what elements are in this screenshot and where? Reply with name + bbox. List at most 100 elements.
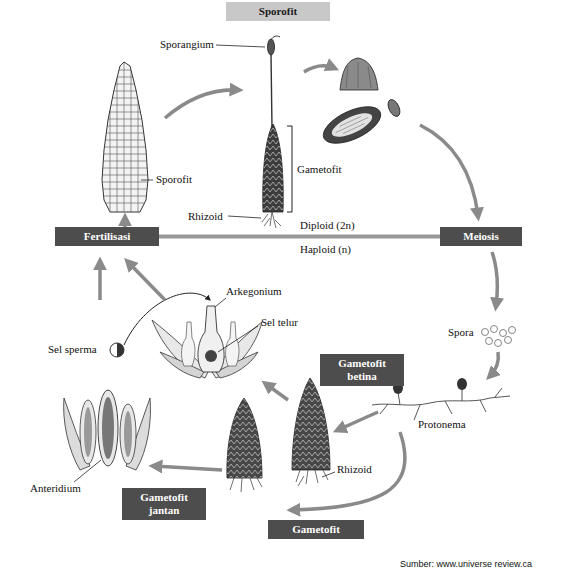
capsule-wall bbox=[318, 99, 386, 151]
sperm-cell bbox=[110, 343, 124, 357]
part-label: Protonema bbox=[418, 418, 466, 431]
sperm-mass bbox=[102, 397, 114, 459]
spore-dots bbox=[334, 114, 370, 136]
protonema-filaments bbox=[372, 388, 510, 420]
gametophyte-body bbox=[263, 124, 283, 212]
operculum bbox=[386, 98, 403, 119]
box-label: Sporofit bbox=[234, 5, 322, 18]
spore bbox=[509, 327, 516, 334]
part-label: Sporangium bbox=[160, 38, 214, 51]
part-label: Sumber: www.universe review.ca bbox=[400, 559, 532, 570]
spore bbox=[482, 329, 489, 336]
cycle-arrow bbox=[338, 412, 378, 430]
cell-grid bbox=[95, 60, 155, 215]
female-gametophyte-drawing bbox=[292, 378, 335, 486]
spore bbox=[495, 340, 502, 347]
rhizoid-drawing bbox=[230, 478, 262, 492]
spore bbox=[505, 337, 512, 344]
part-label: Sel sperma bbox=[48, 343, 97, 356]
leader-line bbox=[141, 180, 153, 181]
sperm-mass bbox=[124, 411, 132, 457]
cycle-arrow bbox=[128, 262, 165, 300]
stage-box: Gametofit bbox=[268, 520, 364, 539]
sperm-half bbox=[117, 343, 124, 357]
cycle-arrow bbox=[490, 352, 498, 376]
part-label: Sporofit bbox=[156, 173, 192, 186]
leaf-texture bbox=[227, 398, 262, 478]
box-label: Fertilisasi bbox=[63, 230, 151, 243]
cycle-arrow bbox=[304, 66, 334, 72]
leaf-texture bbox=[292, 378, 330, 470]
capsule-drawing bbox=[318, 58, 402, 151]
bud bbox=[457, 378, 467, 390]
part-label: Rhizoid bbox=[188, 210, 223, 223]
cycle-arrow bbox=[266, 384, 288, 400]
open-capsule bbox=[318, 99, 386, 151]
male-gametophyte-drawing bbox=[227, 398, 262, 492]
leader-line bbox=[228, 216, 261, 218]
antheridium bbox=[98, 390, 118, 466]
spores-drawing bbox=[482, 326, 516, 347]
part-label: Anteridium bbox=[30, 482, 81, 495]
part-label: Haploid (n) bbox=[300, 243, 351, 256]
stage-box: Gametofit jantan bbox=[122, 488, 206, 520]
part-label: Rhizoid bbox=[337, 463, 372, 476]
cycle-arrow bbox=[492, 252, 497, 306]
stage-box: Meiosis bbox=[440, 227, 522, 246]
sperm-path bbox=[124, 293, 210, 345]
sporophyte-body bbox=[102, 62, 148, 212]
stage-box: Gametofit betina bbox=[320, 354, 404, 386]
archegonia-drawing bbox=[152, 298, 262, 378]
leader-line bbox=[74, 460, 101, 482]
sperm-mass bbox=[84, 407, 92, 457]
mature-moss-drawing bbox=[216, 36, 292, 228]
leader-line bbox=[322, 472, 335, 477]
part-label: Arkegonium bbox=[226, 285, 282, 298]
spore bbox=[486, 338, 493, 345]
part-label: Sel telur bbox=[261, 316, 298, 329]
rhizoid-drawing bbox=[262, 212, 281, 228]
calyptra-lines bbox=[346, 62, 371, 88]
box-label: Gametofit betina bbox=[329, 357, 395, 383]
rhizoid-drawing bbox=[296, 470, 328, 486]
cycle-arrow bbox=[123, 218, 127, 227]
stage-box: Sporofit bbox=[226, 2, 330, 21]
cycle-arrow bbox=[154, 466, 222, 470]
cycle-arrow bbox=[165, 90, 238, 118]
cycle-arrow bbox=[420, 125, 478, 216]
part-label: Diploid (2n) bbox=[300, 219, 355, 232]
cycle-arrows bbox=[100, 66, 498, 510]
calyptra-tip bbox=[271, 36, 280, 40]
bracket bbox=[287, 126, 292, 212]
sperm-drawing bbox=[110, 293, 210, 357]
leader-line bbox=[216, 45, 265, 47]
seta bbox=[271, 54, 272, 128]
stage-box: Fertilisasi bbox=[55, 227, 159, 246]
box-label: Gametofit bbox=[276, 523, 356, 536]
sporophyte-drawing bbox=[95, 60, 155, 215]
cycle-arrow bbox=[292, 432, 405, 510]
gametophyte-body bbox=[227, 398, 262, 478]
gametophyte-body bbox=[292, 378, 330, 470]
side-archegonium bbox=[226, 322, 239, 366]
antheridium bbox=[120, 404, 136, 464]
cycle-arrow bbox=[98, 262, 102, 300]
part-label: Spora bbox=[448, 326, 474, 339]
egg-cell bbox=[205, 350, 217, 362]
box-label: Meiosis bbox=[448, 230, 514, 243]
antheridia-drawing bbox=[64, 390, 151, 482]
box-label: Gametofit jantan bbox=[131, 491, 197, 517]
spore bbox=[491, 326, 498, 333]
capsule bbox=[268, 39, 275, 55]
leaf-texture bbox=[263, 124, 283, 212]
antheridium bbox=[80, 400, 96, 464]
part-label: Gametofit bbox=[297, 163, 342, 176]
leader-line bbox=[215, 298, 226, 307]
spore-chamber bbox=[329, 108, 376, 141]
calyptra bbox=[340, 58, 378, 90]
leader-line bbox=[218, 326, 258, 352]
phase-divider-line bbox=[159, 235, 440, 239]
